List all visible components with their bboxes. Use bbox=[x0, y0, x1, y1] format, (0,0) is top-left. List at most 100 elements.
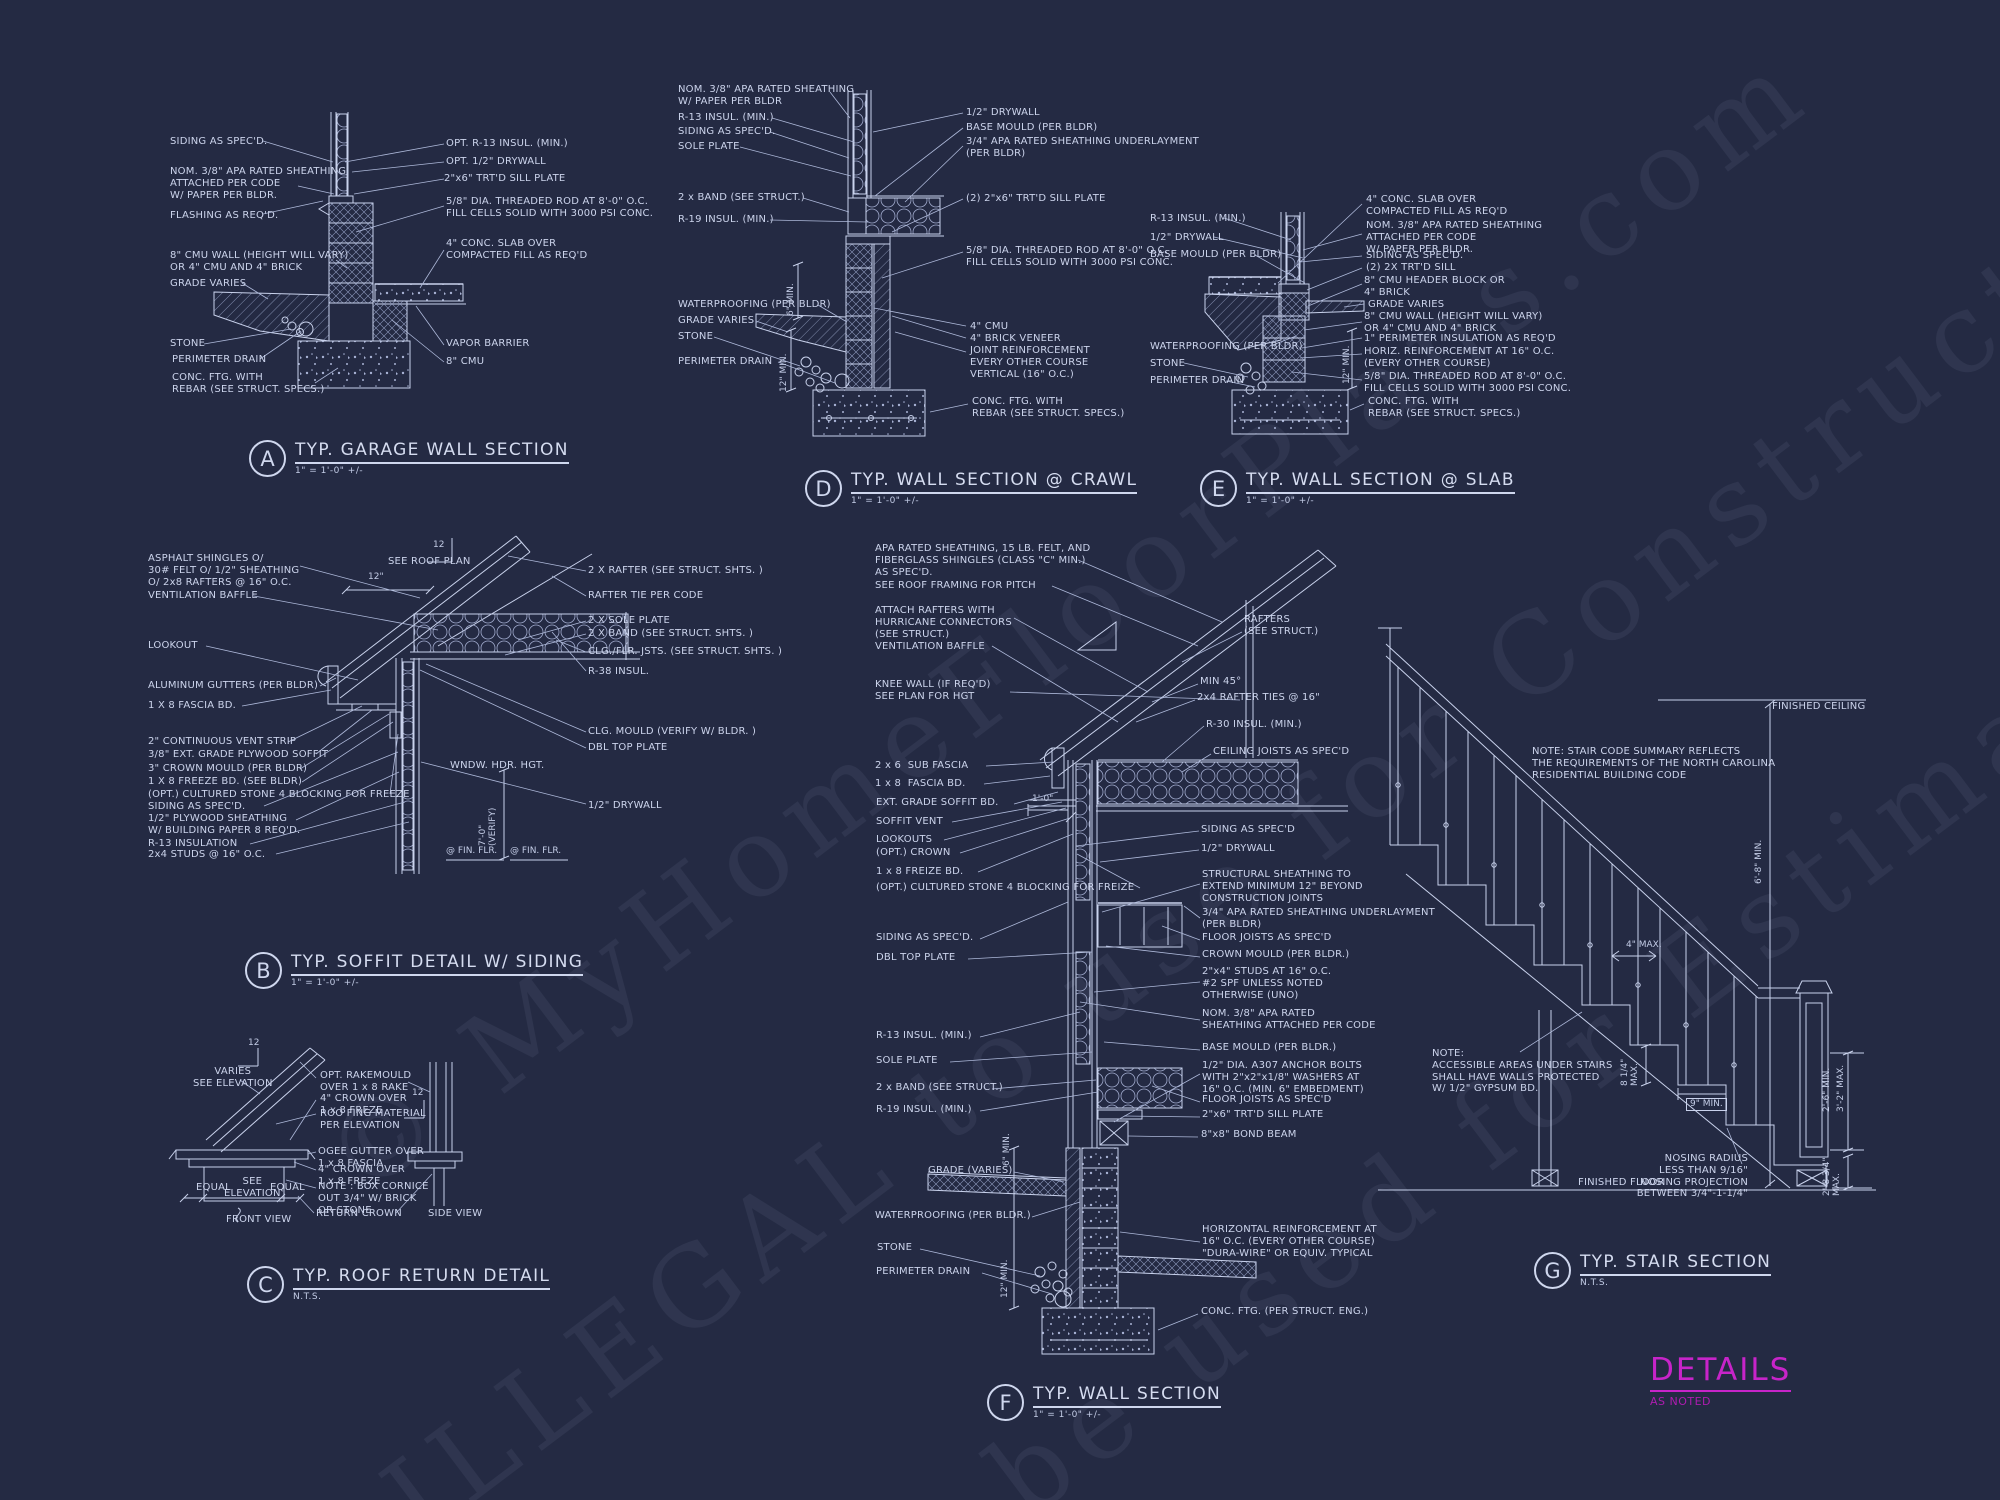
callout-label: WATERPROOFING (PER BLDR.) bbox=[875, 1210, 1031, 1221]
note-label: NOTE: ACCESSIBLE AREAS UNDER STAIRS SHAL… bbox=[1432, 1048, 1613, 1095]
callout-label: VENTILATION BAFFLE bbox=[148, 590, 258, 601]
callout-label: 1/2" PLYWOOD SHEATHING W/ BUILDING PAPER… bbox=[148, 813, 301, 836]
callout-label: 8" CMU bbox=[446, 356, 485, 367]
callout-label: OPT. R-13 INSUL. (MIN.) bbox=[446, 138, 568, 149]
callout-label: 1 x 8 FASCIA BD. bbox=[875, 778, 966, 789]
callout-label: HORIZ. REINFORCEMENT AT 16" O.C. (EVERY … bbox=[1364, 346, 1555, 369]
callout-label: STONE bbox=[1150, 358, 1186, 369]
callout-label: GRADE VARIES bbox=[1368, 299, 1445, 310]
callout-label: SIDING AS SPEC'D. bbox=[678, 126, 776, 137]
callout-label: 1/2" DRYWALL bbox=[588, 800, 662, 811]
drawing-stair-section bbox=[1378, 627, 1876, 1191]
callout-label: 3/4" APA RATED SHEATHING UNDERLAYMENT (P… bbox=[1202, 907, 1435, 930]
dimension-label: 3'-2" MAX. bbox=[1836, 1064, 1846, 1112]
callout-label: NOM. 3/8" APA RATED SHEATHING ATTACHED P… bbox=[1366, 220, 1543, 255]
callout-label: 3/8" EXT. GRADE PLYWOOD SOFFIT bbox=[148, 749, 329, 760]
dimension-label: 9" MIN. bbox=[1686, 1098, 1727, 1112]
detail-title-text: TYP. ROOF RETURN DETAIL bbox=[293, 1266, 551, 1290]
callout-label: STONE bbox=[170, 338, 206, 349]
callout-label: (2) 2"x6" TRT'D SILL PLATE bbox=[966, 193, 1106, 204]
callout-label: 3/4" APA RATED SHEATHING UNDERLAYMENT (P… bbox=[966, 136, 1199, 159]
callout-label: CLG./FLR. JSTS. (SEE STRUCT. SHTS. ) bbox=[588, 646, 783, 657]
callout-label: DBL TOP PLATE bbox=[588, 742, 668, 753]
callout-label: R-30 INSUL. (MIN.) bbox=[1206, 719, 1302, 730]
sheet-title: DETAILS AS NOTED bbox=[1650, 1352, 1792, 1408]
drawing-soffit-detail bbox=[205, 535, 640, 874]
callout-label: CONC. FTG. (PER STRUCT. ENG.) bbox=[1201, 1306, 1369, 1317]
callout-label: 5/8" DIA. THREADED ROD AT 8'-0" O.C. FIL… bbox=[446, 196, 654, 219]
callout-label: 2"x6" TRT'D SILL PLATE bbox=[1202, 1109, 1324, 1120]
dimension-label: 2'-6" MIN. bbox=[1822, 1067, 1832, 1112]
dimension-label: 1'-0" bbox=[1032, 794, 1054, 804]
detail-scale: 1" = 1'-0" +/- bbox=[291, 978, 360, 988]
callout-label: 2" CONTINUOUS VENT STRIP bbox=[148, 736, 297, 747]
detail-title-c: C TYP. ROOF RETURN DETAIL N.T.S. bbox=[247, 1266, 551, 1303]
callout-label: APA RATED SHEATHING, 15 LB. FELT, AND FI… bbox=[875, 543, 1091, 578]
drawing-roof-return bbox=[168, 1047, 463, 1223]
callout-label: 4" CROWN OVER 1 x 8 FREZE bbox=[318, 1164, 405, 1187]
callout-label: BASE MOULD (PER BLDR) bbox=[966, 122, 1098, 133]
detail-letter-b: B bbox=[245, 952, 282, 989]
callout-label: STONE bbox=[678, 331, 714, 342]
callout-label: 1/2" DRYWALL bbox=[1201, 843, 1275, 854]
callout-label: PERIMETER DRAIN bbox=[876, 1266, 971, 1277]
callout-label: NOM. 3/8" APA RATED SHEATHING ATTACHED P… bbox=[1202, 1008, 1376, 1031]
callout-label: GRADE VARIES bbox=[678, 315, 755, 326]
detail-letter-d: D bbox=[805, 470, 842, 507]
callout-label: BASE MOULD (PER BLDR.) bbox=[1202, 1042, 1337, 1053]
detail-title-text: TYP. WALL SECTION @ SLAB bbox=[1246, 470, 1515, 494]
datum-label: @ FIN. FLR. bbox=[446, 846, 498, 856]
detail-title-e: E TYP. WALL SECTION @ SLAB 1" = 1'-0" +/… bbox=[1200, 470, 1515, 507]
callout-label: NOM. 3/8" APA RATED SHEATHING W/ PAPER P… bbox=[678, 84, 855, 107]
callout-label: WATERPROOFING (PER BLDR) bbox=[678, 299, 831, 310]
callout-label: 1" PERIMETER INSULATION AS REQ'D bbox=[1364, 333, 1556, 344]
callout-label: NOM. 3/8" APA RATED SHEATHING ATTACHED P… bbox=[170, 166, 347, 201]
callout-label: VENTILATION BAFFLE bbox=[875, 641, 985, 652]
callout-label: CROWN MOULD (PER BLDR.) bbox=[1202, 949, 1350, 960]
callout-label: DBL TOP PLATE bbox=[876, 952, 956, 963]
callout-label: OPT. 1/2" DRYWALL bbox=[446, 156, 546, 167]
callout-label: 1/2" DRYWALL bbox=[1150, 232, 1224, 243]
callout-label: EXT. GRADE SOFFIT BD. bbox=[876, 797, 999, 808]
detail-scale: N.T.S. bbox=[293, 1292, 322, 1302]
callout-label: LOOKOUT bbox=[148, 640, 198, 651]
view-label: FRONT VIEW bbox=[226, 1214, 292, 1225]
detail-letter-e: E bbox=[1200, 470, 1237, 507]
callout-label: 8" CMU WALL (HEIGHT WILL VARY) OR 4" CMU… bbox=[1364, 311, 1543, 334]
callout-label: 2 X RAFTER (SEE STRUCT. SHTS. ) bbox=[588, 565, 763, 576]
callout-label: 2 x BAND (SEE STRUCT.) bbox=[678, 192, 805, 203]
callout-label: 8" CMU HEADER BLOCK OR 4" BRICK bbox=[1364, 275, 1505, 298]
callout-label: 3" CROWN MOULD (PER BLDR) bbox=[148, 763, 308, 774]
callout-label: FLOOR JOISTS AS SPEC'D bbox=[1202, 932, 1332, 943]
dimension-label: 8 1/4" MAX. bbox=[1620, 1058, 1641, 1086]
view-label: SIDE VIEW bbox=[428, 1208, 483, 1219]
callout-label: 2"x4" STUDS AT 16" O.C. #2 SPF UNLESS NO… bbox=[1202, 966, 1332, 1001]
callout-label: RAFTER TIE PER CODE bbox=[588, 590, 704, 601]
callout-label: HORIZONTAL REINFORCEMENT AT 16" O.C. (EV… bbox=[1202, 1224, 1377, 1259]
callout-label: ALUMINUM GUTTERS (PER BLDR) bbox=[148, 680, 319, 691]
dimension-label: 6" MIN. bbox=[786, 283, 796, 316]
detail-scale: 1" = 1'-0" +/- bbox=[1246, 496, 1315, 506]
callout-label: 4" CMU bbox=[970, 321, 1009, 332]
callout-label: STONE bbox=[877, 1242, 913, 1253]
detail-scale: 1" = 1'-0" +/- bbox=[295, 466, 364, 476]
callout-label: 2"x6" TRT'D SILL PLATE bbox=[444, 173, 566, 184]
callout-label: OGEE GUTTER OVER 1 x 8 FASCIA bbox=[318, 1146, 424, 1169]
slope-label: 12 bbox=[433, 540, 445, 550]
callout-label: NOTE : BOX CORNICE OUT 3/4" W/ BRICK OR … bbox=[318, 1181, 429, 1216]
callout-label: STRUCTURAL SHEATHING TO EXTEND MINIMUM 1… bbox=[1202, 869, 1363, 904]
datum-label: @ FIN. FLR. bbox=[510, 846, 562, 856]
callout-label: 1/2" DRYWALL bbox=[966, 107, 1040, 118]
callout-label: 1 x 8 FREIZE BD. bbox=[876, 866, 964, 877]
dimension-word: EQUAL bbox=[270, 1182, 305, 1193]
callout-label: 5/8" DIA. THREADED ROD AT 8'-0" O.C. FIL… bbox=[1364, 371, 1572, 394]
callout-label: GRADE (VARIES) bbox=[928, 1165, 1013, 1176]
callout-label: PERIMETER DRAIN bbox=[678, 356, 773, 367]
callout-label: MIN 45° bbox=[1200, 676, 1242, 687]
callout-label: FINISHED CEILING bbox=[1772, 701, 1866, 712]
callout-label: CEILING JOISTS AS SPEC'D bbox=[1213, 746, 1350, 757]
callout-label: 2 X BAND (SEE STRUCT. SHTS. ) bbox=[588, 628, 754, 639]
dimension-label: 12" MIN. bbox=[1342, 345, 1352, 384]
